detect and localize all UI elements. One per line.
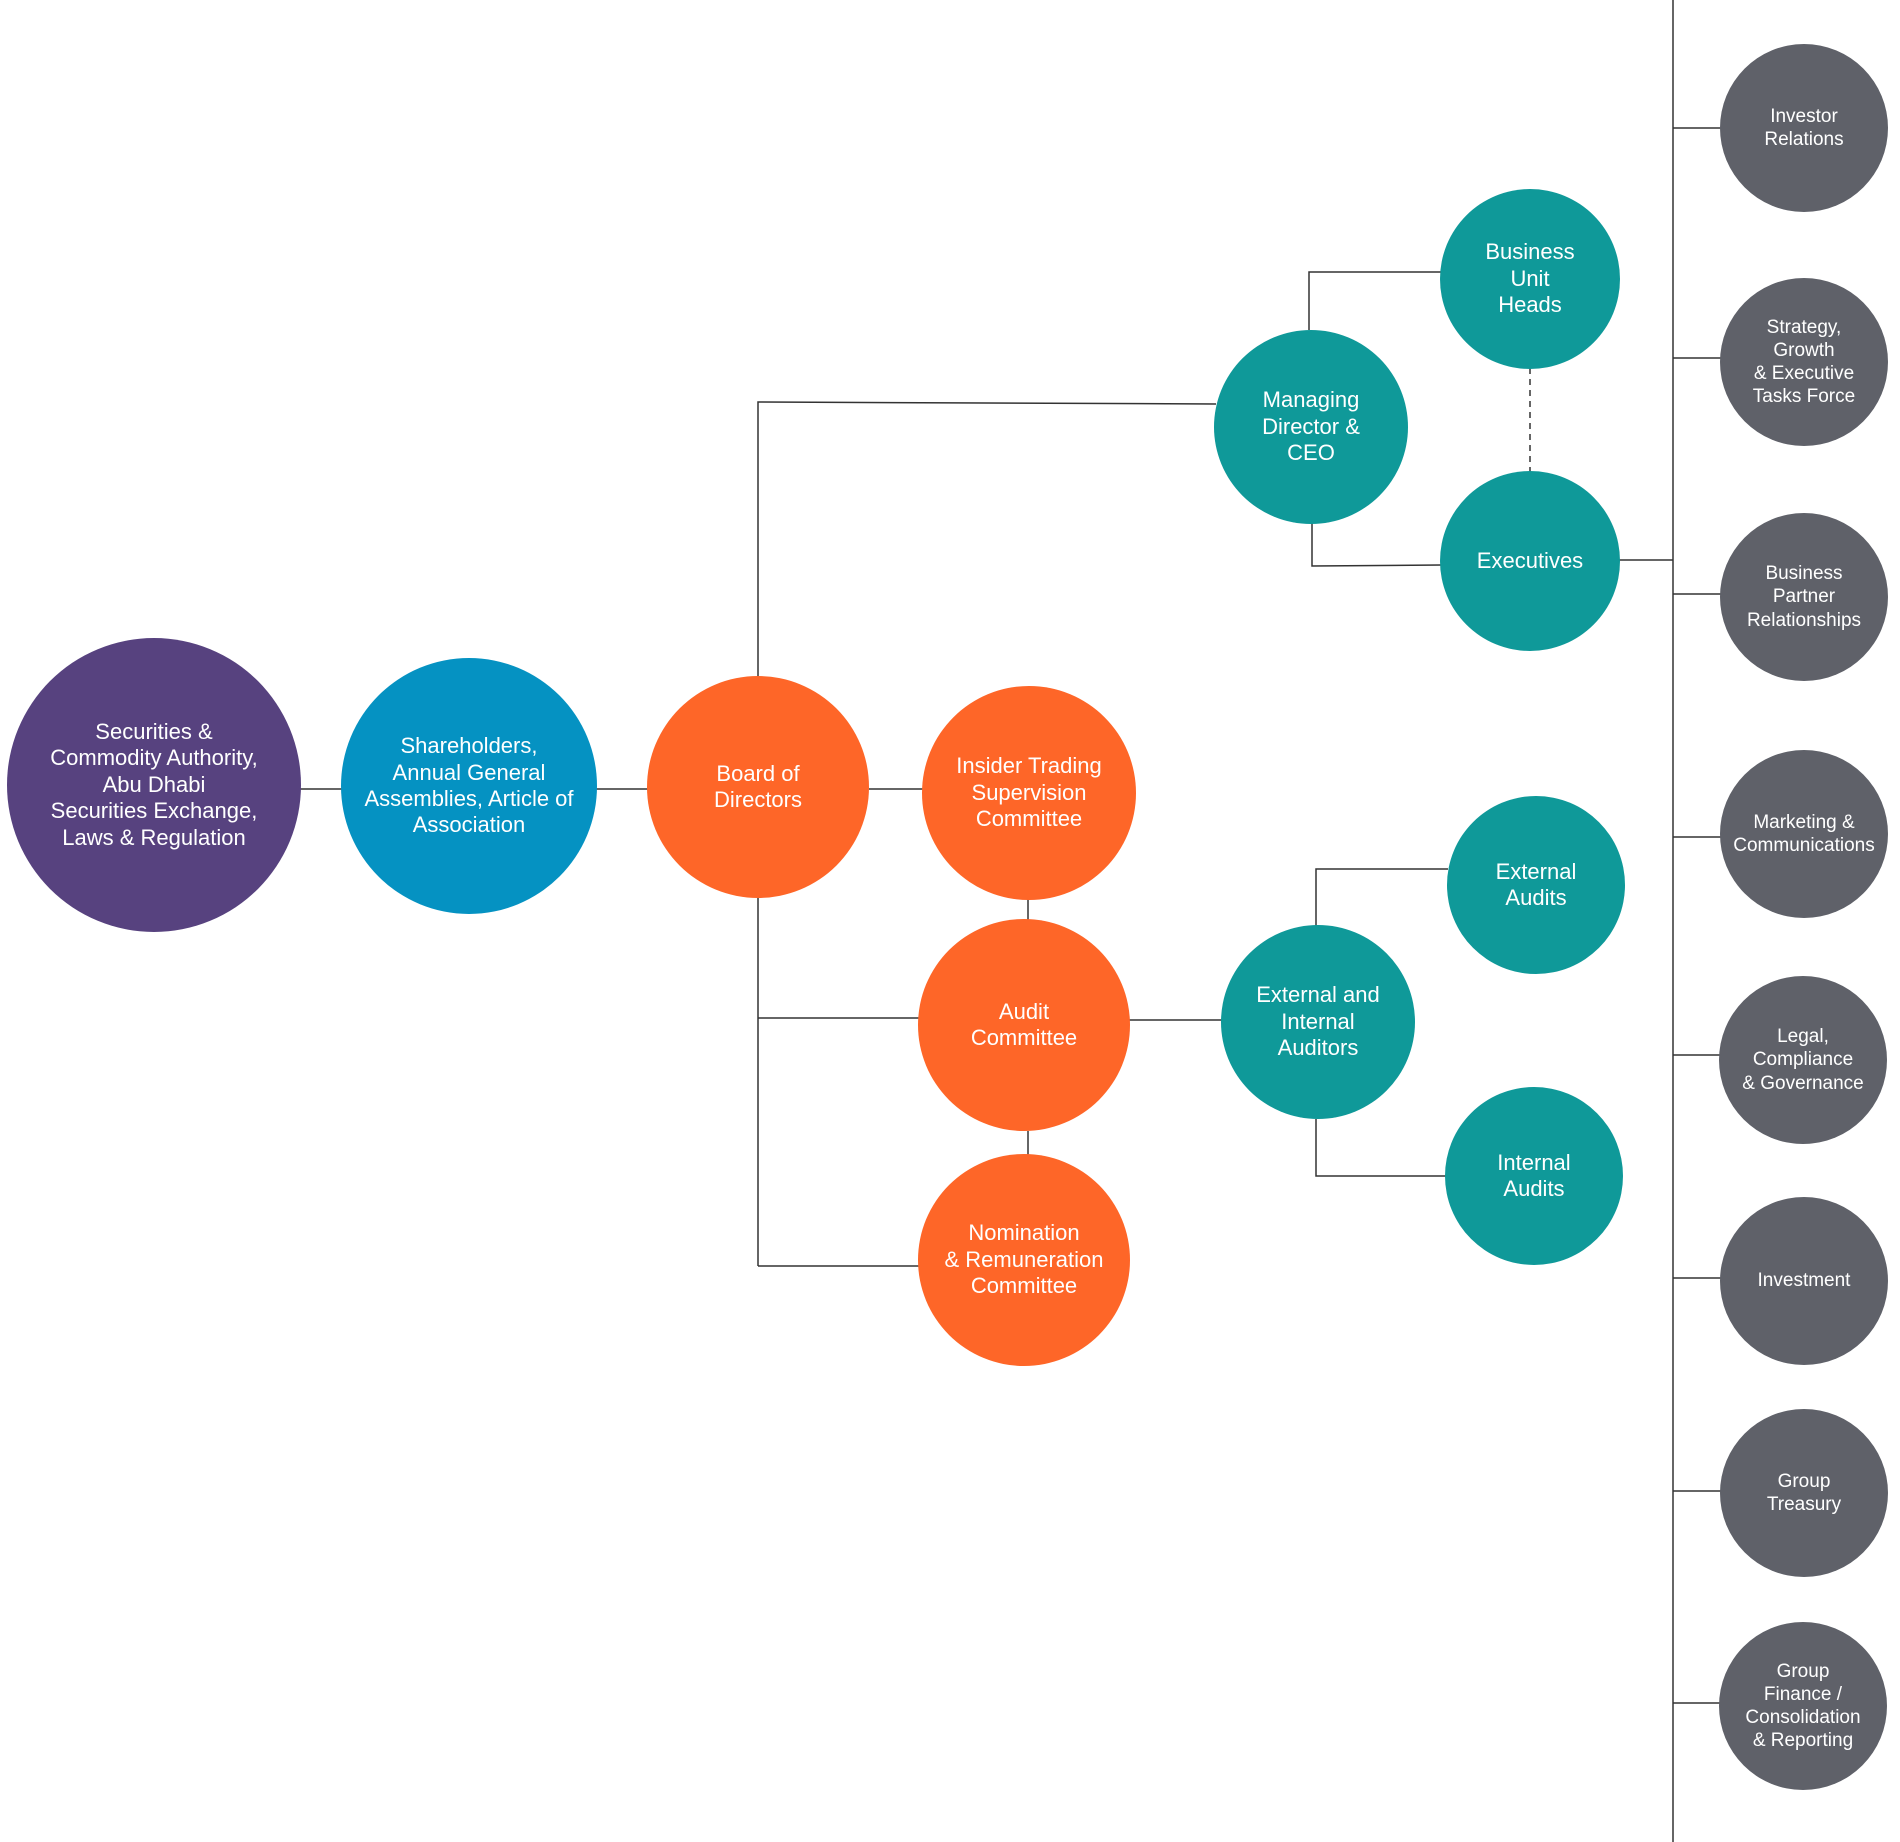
business-unit-heads-node: Business Unit Heads — [1440, 189, 1620, 369]
business-partner-node: Business Partner Relationships — [1720, 513, 1888, 681]
board-node: Board of Directors — [647, 676, 869, 898]
legal-node: Legal, Compliance & Governance — [1719, 976, 1887, 1144]
auditors-label: External and Internal Auditors — [1256, 982, 1380, 1061]
connector-md-executives — [1311, 523, 1442, 567]
managing-director-node: Managing Director & CEO — [1214, 330, 1408, 524]
investment-node: Investment — [1720, 1197, 1888, 1365]
nomination-label: Nomination & Remuneration Committee — [944, 1220, 1104, 1299]
shareholders-label: Shareholders, Annual General Assemblies,… — [364, 733, 574, 838]
sca-label: Securities & Commodity Authority, Abu Dh… — [50, 719, 258, 850]
group-treasury-label: Group Treasury — [1766, 1470, 1842, 1515]
group-finance-node: Group Finance / Consolidation & Reportin… — [1719, 1622, 1887, 1790]
executives-node: Executives — [1440, 471, 1620, 651]
group-treasury-node: Group Treasury — [1720, 1409, 1888, 1577]
marketing-label: Marketing & Communications — [1733, 811, 1875, 856]
business-unit-heads-label: Business Unit Heads — [1485, 239, 1575, 318]
connector-md-buh — [1308, 271, 1441, 330]
marketing-node: Marketing & Communications — [1720, 750, 1888, 918]
connector-auditors-internal — [1315, 1119, 1446, 1177]
board-label: Board of Directors — [713, 760, 802, 812]
auditors-node: External and Internal Auditors — [1221, 925, 1415, 1119]
external-audits-node: External Audits — [1447, 796, 1625, 974]
business-partner-label: Business Partner Relationships — [1746, 563, 1862, 631]
connector-auditors-external — [1315, 868, 1448, 927]
strategy-node: Strategy, Growth & Executive Tasks Force — [1720, 278, 1888, 446]
investment-label: Investment — [1757, 1270, 1851, 1292]
sca-node: Securities & Commodity Authority, Abu Dh… — [7, 638, 301, 932]
insider-trading-node: Insider Trading Supervision Committee — [922, 686, 1136, 900]
nomination-node: Nomination & Remuneration Committee — [918, 1154, 1130, 1366]
internal-audits-node: Internal Audits — [1445, 1087, 1623, 1265]
audit-committee-node: Audit Committee — [918, 919, 1130, 1131]
insider-trading-label: Insider Trading Supervision Committee — [956, 753, 1102, 832]
group-finance-label: Group Finance / Consolidation & Reportin… — [1745, 1660, 1861, 1752]
external-audits-label: External Audits — [1495, 858, 1577, 910]
investor-relations-label: Investor Relations — [1764, 105, 1844, 150]
internal-audits-label: Internal Audits — [1497, 1149, 1571, 1201]
managing-director-label: Managing Director & CEO — [1262, 387, 1360, 466]
shareholders-node: Shareholders, Annual General Assemblies,… — [341, 658, 597, 914]
investor-relations-node: Investor Relations — [1720, 44, 1888, 212]
strategy-label: Strategy, Growth & Executive Tasks Force — [1752, 316, 1856, 408]
connector-board-md — [757, 401, 1217, 677]
legal-label: Legal, Compliance & Governance — [1742, 1026, 1864, 1094]
executives-label: Executives — [1476, 547, 1584, 573]
audit-committee-label: Audit Committee — [970, 998, 1078, 1050]
